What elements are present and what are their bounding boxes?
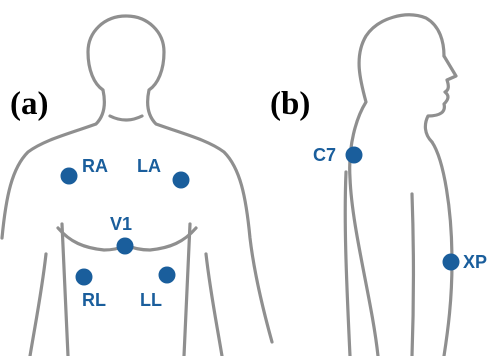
electrode-xp-label: XP (463, 252, 487, 272)
electrode-c7-dot (346, 147, 363, 164)
torso-left-side (62, 224, 68, 356)
electrode-ll-dot (159, 267, 176, 284)
electrode-ll-label: LL (140, 290, 162, 310)
panel-label-a: (a) (10, 86, 48, 122)
electrode-la-dot (173, 172, 190, 189)
side-front-line (432, 142, 452, 356)
electrode-xp-dot (443, 254, 460, 271)
electrode-rl-dot (76, 269, 93, 286)
electrode-ra-label: RA (82, 156, 108, 176)
electrode-v1-dot (117, 238, 134, 255)
torso-right-side (184, 224, 190, 356)
right-chest-curve (128, 228, 196, 250)
front-body-outline (2, 16, 272, 356)
right-inner-arm (206, 254, 222, 356)
side-arm-front-line (412, 194, 414, 356)
side-body-outline (345, 15, 456, 356)
electrodes: RA LA V1 RL LL C7 XP (61, 145, 488, 310)
front-head-shoulders-arms (2, 16, 272, 342)
panel-label-b: (b) (270, 86, 310, 122)
electrode-ra-dot (61, 168, 78, 185)
electrode-v1-label: V1 (110, 214, 132, 234)
electrode-la-label: LA (137, 156, 161, 176)
side-back-line (350, 15, 444, 356)
left-inner-arm (30, 254, 46, 356)
electrode-rl-label: RL (82, 290, 106, 310)
electrode-c7-label: C7 (313, 145, 336, 165)
collarbone-line (110, 116, 142, 120)
side-arm-line (345, 172, 350, 356)
side-face-profile (425, 56, 456, 142)
